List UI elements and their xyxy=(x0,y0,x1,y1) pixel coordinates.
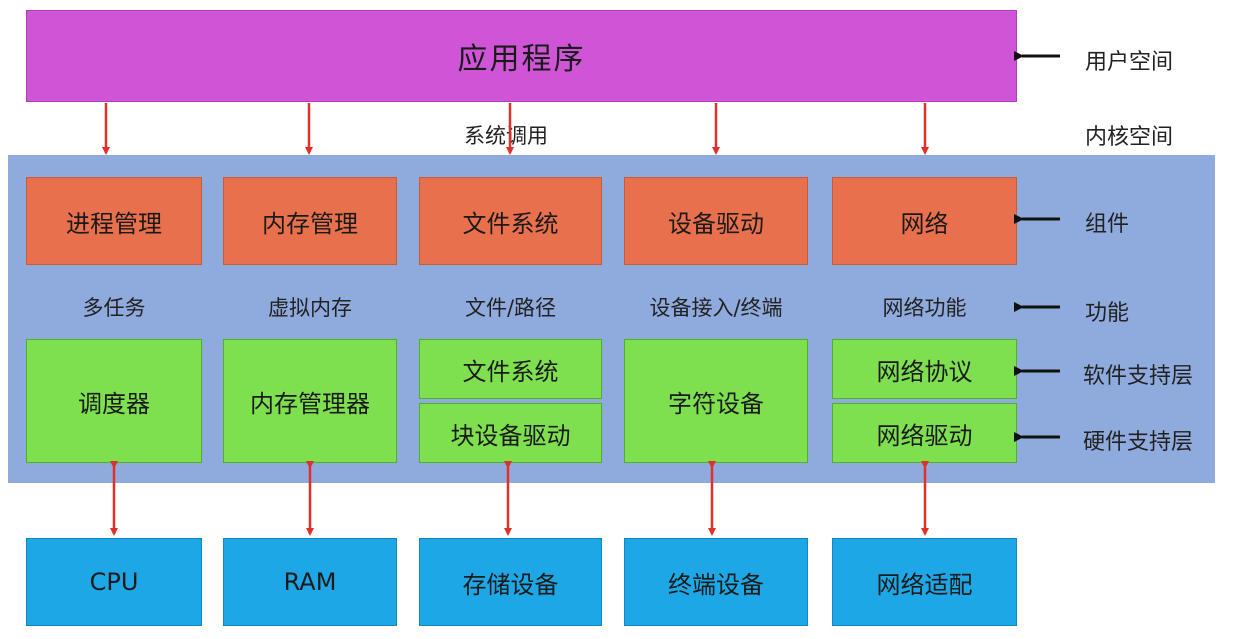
application-box: 应用程序 xyxy=(26,10,1017,102)
support-scheduler: 调度器 xyxy=(26,339,202,463)
support-filesystem: 文件系统 xyxy=(419,339,602,399)
component-network: 网络 xyxy=(832,177,1017,265)
support-char-device: 字符设备 xyxy=(624,339,808,463)
label-user-space: 用户空间 xyxy=(1085,50,1174,75)
label-components: 组件 xyxy=(1085,212,1130,237)
function-network: 网络功能 xyxy=(882,296,967,320)
syscall-label: 系统调用 xyxy=(464,124,548,148)
component-filesystem: 文件系统 xyxy=(419,177,602,265)
function-multitask: 多任务 xyxy=(82,296,146,320)
hardware-ram: RAM xyxy=(223,538,397,626)
hardware-cpu: CPU xyxy=(26,538,202,626)
label-functions: 功能 xyxy=(1085,301,1130,326)
label-software-layer: 软件支持层 xyxy=(1083,364,1194,389)
component-memory: 内存管理 xyxy=(223,177,397,265)
hardware-network-adapter: 网络适配 xyxy=(832,538,1017,626)
hardware-terminal: 终端设备 xyxy=(624,538,808,626)
function-file-path: 文件/路径 xyxy=(464,296,557,320)
function-device-access: 设备接入/终端 xyxy=(649,296,783,320)
support-net-driver: 网络驱动 xyxy=(832,403,1017,463)
function-virtual-memory: 虚拟内存 xyxy=(268,296,352,320)
support-block-driver: 块设备驱动 xyxy=(419,403,602,463)
component-process: 进程管理 xyxy=(26,177,202,265)
support-memory-manager: 内存管理器 xyxy=(223,339,397,463)
label-hardware-layer: 硬件支持层 xyxy=(1083,430,1194,455)
hardware-storage: 存储设备 xyxy=(419,538,602,626)
support-net-protocol: 网络协议 xyxy=(832,339,1017,399)
component-device-driver: 设备驱动 xyxy=(624,177,808,265)
label-kernel-space: 内核空间 xyxy=(1085,125,1174,150)
